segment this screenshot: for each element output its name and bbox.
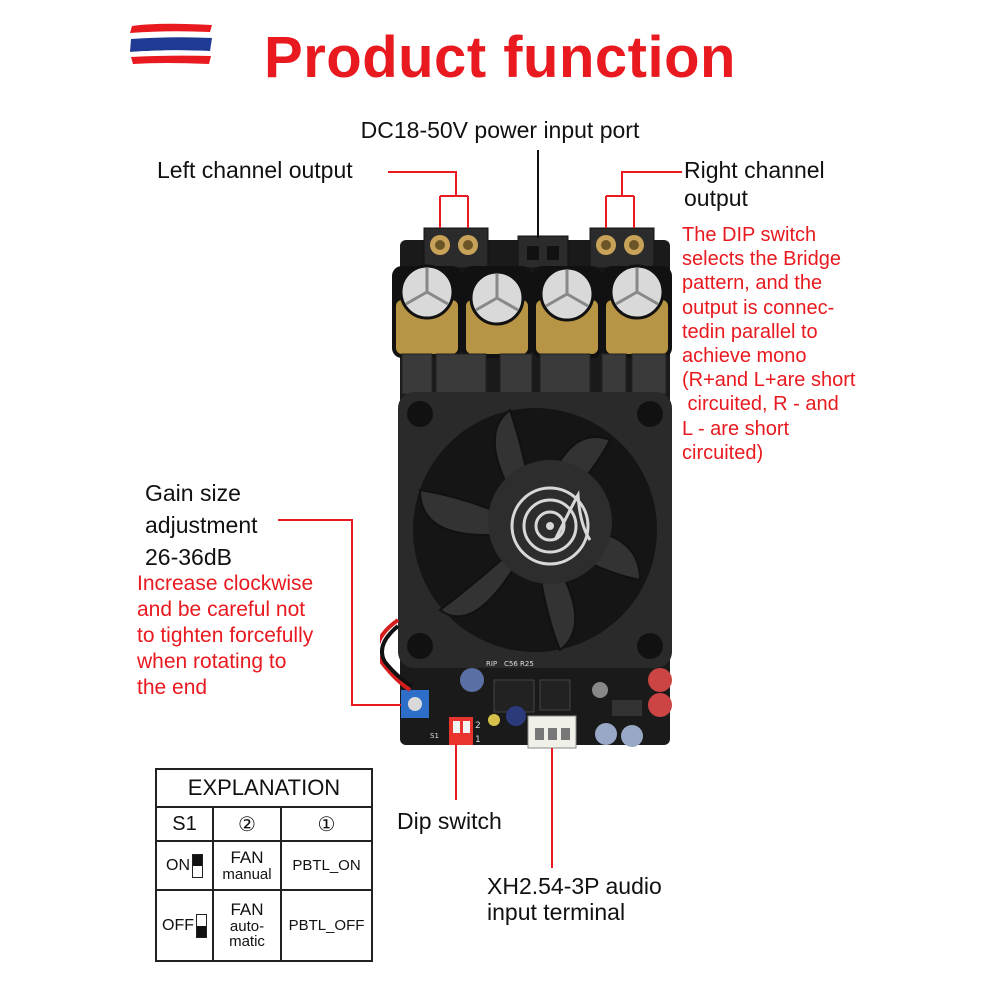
note-line: when rotating to bbox=[137, 650, 287, 674]
pcb-label-c56: C56 bbox=[504, 660, 518, 668]
column-switch-2: ② bbox=[212, 806, 282, 842]
page-title: Product function bbox=[264, 25, 736, 90]
note-line: and be careful not bbox=[137, 598, 306, 622]
pcb-label-1: 1 bbox=[475, 735, 481, 745]
gain-label-line: Gain size bbox=[145, 480, 241, 506]
cooling-fan bbox=[398, 392, 672, 668]
note-line: tedin parallel to bbox=[682, 320, 818, 343]
fan-cell: FAN auto- matic bbox=[212, 889, 282, 962]
xh-terminal-label: XH2.54-3P audio input terminal bbox=[487, 873, 662, 926]
switch-off-icon bbox=[196, 913, 207, 938]
gain-label: Gain size adjustment 26-36dB bbox=[145, 477, 258, 574]
note-line: pattern, and the bbox=[682, 272, 823, 295]
lower-components bbox=[380, 618, 672, 749]
pcb-label-rip: RIP bbox=[486, 660, 497, 668]
power-input-label: DC18-50V power input port bbox=[360, 117, 640, 143]
thailand-flag-icon bbox=[130, 23, 212, 64]
xh-terminal-label-line: input terminal bbox=[487, 898, 626, 925]
note-line: Increase clockwise bbox=[137, 572, 314, 595]
switch-on-icon bbox=[192, 853, 203, 878]
fan-mode: auto- bbox=[229, 917, 265, 935]
note-line: output is connec- bbox=[682, 296, 835, 319]
note-line: the end bbox=[137, 676, 208, 700]
amplifier-board: RIP C56 R25 S1 2 1 bbox=[380, 227, 672, 749]
left-output-leader bbox=[388, 171, 469, 228]
power-terminal-block bbox=[517, 235, 569, 269]
dip-switch-label: Dip switch bbox=[397, 808, 502, 834]
note-line: to tighten forcefully bbox=[137, 624, 314, 648]
table-heading: EXPLANATION bbox=[155, 768, 373, 808]
note-line: selects the Bridge bbox=[682, 248, 841, 271]
fan-mode: manual bbox=[222, 865, 272, 883]
right-terminal-block bbox=[589, 227, 655, 269]
note-line: The DIP switch bbox=[682, 224, 817, 246]
right-output-leader bbox=[605, 171, 682, 228]
table-row: OFF FAN auto- matic PBTL_OFF bbox=[155, 889, 373, 962]
state-label: OFF bbox=[162, 916, 194, 934]
pbtl-cell: PBTL_OFF bbox=[280, 889, 373, 962]
note-line: achieve mono bbox=[682, 344, 807, 367]
transistor-row bbox=[401, 353, 667, 395]
state-label: ON bbox=[166, 856, 190, 874]
table-row: ON FAN manual PBTL_ON bbox=[155, 839, 373, 892]
pbtl-cell: PBTL_ON bbox=[280, 839, 373, 892]
left-terminal-block bbox=[423, 227, 489, 269]
bridge-mode-note: The DIP switch selects the Bridge patter… bbox=[682, 223, 855, 465]
gain-leader bbox=[278, 519, 401, 706]
state-cell: OFF bbox=[155, 889, 214, 962]
right-output-label: Right channel output bbox=[684, 157, 825, 212]
left-output-label: Left channel output bbox=[157, 157, 353, 183]
gain-label-line: 26-36dB bbox=[145, 544, 232, 571]
right-output-label-line: Right channel bbox=[684, 157, 825, 183]
note-line: circuited, R - and bbox=[682, 393, 839, 416]
note-line: L - are short bbox=[682, 417, 790, 440]
fan-label: FAN bbox=[230, 847, 264, 867]
gain-warning-note: Increase clockwise and be careful not to… bbox=[137, 571, 313, 701]
fan-label: FAN bbox=[230, 899, 264, 919]
note-line: (R+and L+are short bbox=[682, 369, 856, 392]
column-s1: S1 bbox=[155, 806, 214, 842]
gain-label-line: adjustment bbox=[145, 512, 258, 539]
explanation-table: EXPLANATION S1 ② ① ON FAN manual PBTL_ON… bbox=[155, 768, 373, 962]
fan-mode: matic bbox=[229, 933, 265, 951]
state-cell: ON bbox=[155, 839, 214, 892]
xh-terminal-label-line: XH2.54-3P audio bbox=[487, 873, 662, 899]
pcb-label-2: 2 bbox=[475, 721, 481, 731]
note-line: circuited) bbox=[682, 441, 764, 464]
capacitors bbox=[392, 264, 672, 358]
column-switch-1: ① bbox=[280, 806, 373, 842]
fan-cell: FAN manual bbox=[212, 839, 282, 892]
right-output-label-line: output bbox=[684, 184, 748, 211]
pcb-label-r25: R25 bbox=[520, 660, 534, 668]
pcb-label-s1: S1 bbox=[430, 732, 439, 740]
